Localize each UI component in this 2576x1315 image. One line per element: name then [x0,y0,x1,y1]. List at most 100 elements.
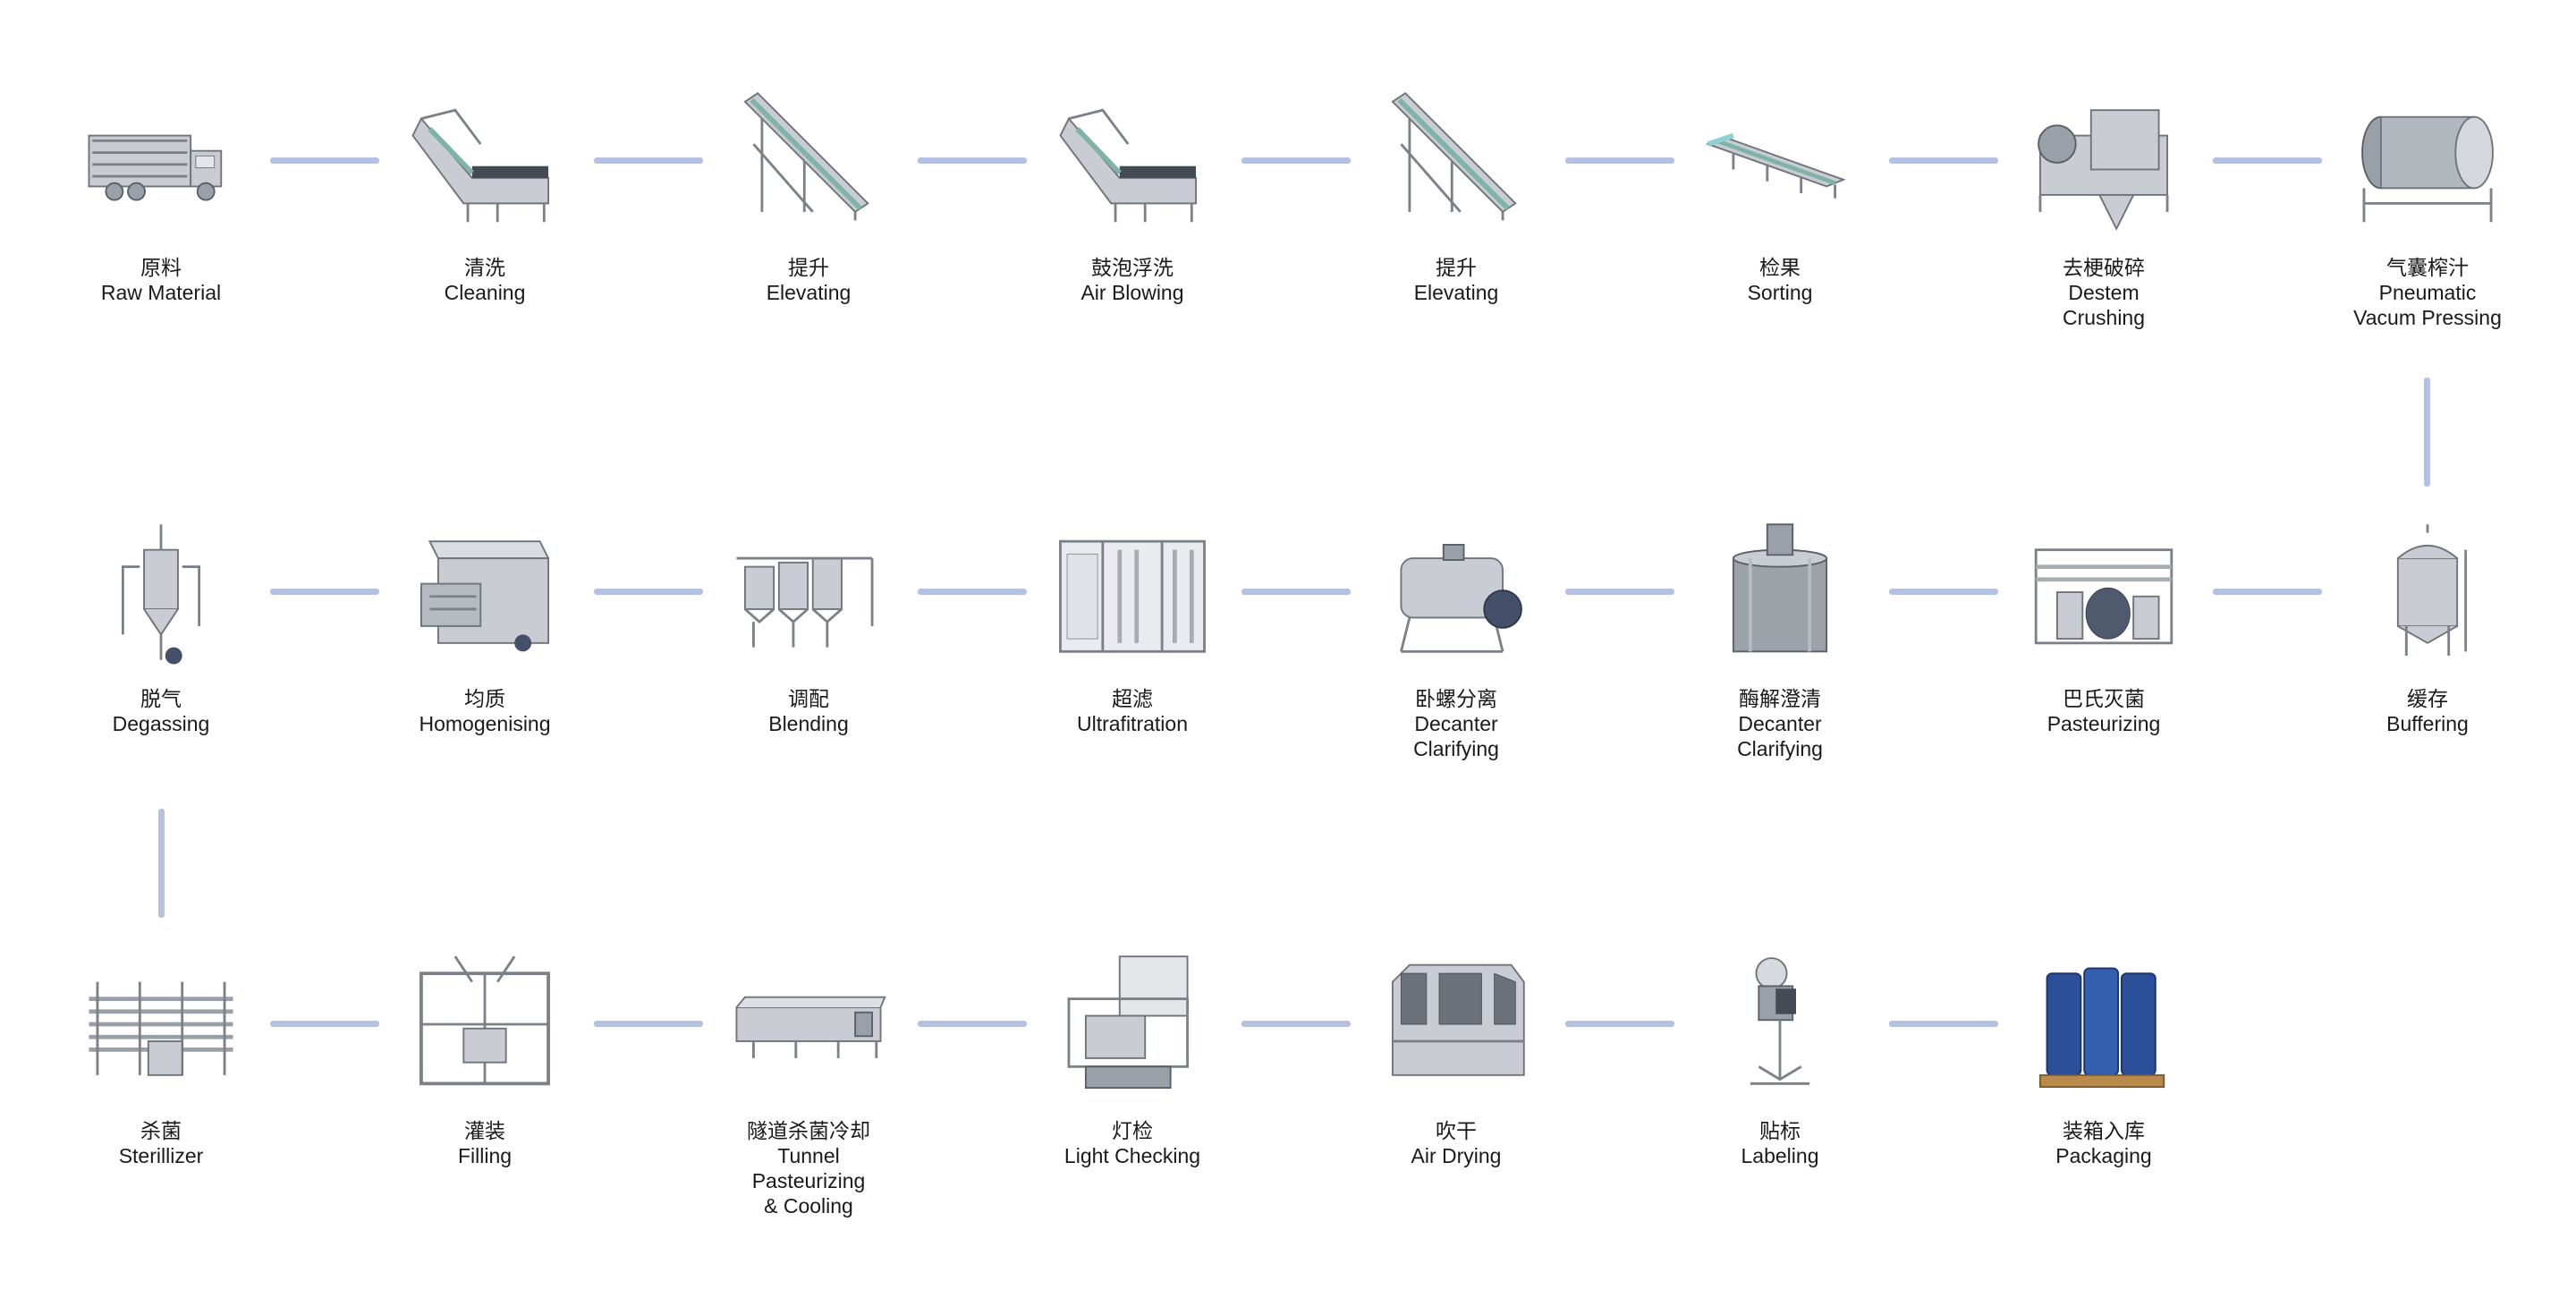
step-label-en: Decanter [1738,712,1822,735]
step-label-en: Tunnel [777,1144,840,1167]
step-label-en: Buffering [2386,712,2469,735]
flow-connector [918,157,1027,164]
labeler-icon [1699,944,1860,1105]
step-label-cn: 调配 [788,687,829,710]
washer-icon [1052,81,1213,242]
flow-connector [1565,157,1674,164]
step-label-en: Packaging [2055,1144,2152,1167]
step-label-cn: 灯检 [1112,1119,1153,1142]
step-label-cn: 酶解澄清 [1739,687,1821,710]
flow-connector [158,809,165,918]
blending-tanks-icon [728,512,889,673]
elevator-conveyor-icon [1376,81,1537,242]
washer-icon [404,81,565,242]
flow-connector [1565,1021,1674,1027]
step-label-en: Decanter [1414,712,1498,735]
ultrafiltration-icon [1052,512,1213,673]
step-label-en: Raw Material [100,281,222,304]
step-label-cn: 卧螺分离 [1415,687,1497,710]
flow-connector [1241,1021,1351,1027]
truck-icon [80,81,242,242]
step-label-en: Clarifying [1737,737,1823,760]
pasteurizer-icon [2023,512,2184,673]
step-label-en: Destem [2068,281,2140,304]
step-label-cn: 超滤 [1112,687,1153,710]
homogenizer-icon [404,512,565,673]
air-dryer-icon [1376,944,1537,1105]
step-label-en: Pasteurizing [2046,712,2161,735]
flow-connector [2213,157,2322,164]
flow-connector [918,589,1027,595]
buffer-tank-icon [2347,512,2508,673]
step-label-cn: 贴标 [1759,1119,1801,1142]
step-label-cn: 杀菌 [140,1119,182,1142]
decanter-icon [1376,512,1537,673]
step-label-cn: 去梗破碎 [2063,256,2145,279]
flow-connector [1889,589,1998,595]
step-label-en: Air Blowing [1080,281,1184,304]
step-label-en: Elevating [1413,281,1499,304]
flow-connector [270,1021,379,1027]
step-label-cn: 原料 [140,256,182,279]
light-check-icon [1052,944,1213,1105]
flow-connector [918,1021,1027,1027]
step-label-cn: 检果 [1759,256,1801,279]
flow-connector [270,589,379,595]
step-label-en: Vacum Pressing [2353,306,2502,329]
tunnel-icon [728,944,889,1105]
flow-connector [2213,589,2322,595]
step-label-cn: 隧道杀菌冷却 [747,1119,870,1142]
step-label-en: Light Checking [1063,1144,1201,1167]
filler-frame-icon [404,944,565,1105]
step-label-en: Air Drying [1411,1144,1502,1167]
flow-connector [594,157,703,164]
flow-connector [270,157,379,164]
step-label-cn: 脱气 [140,687,182,710]
step-label-cn: 气囊榨汁 [2386,256,2469,279]
flow-connector [1889,1021,1998,1027]
step-label-cn: 缓存 [2407,687,2448,710]
step-label-cn: 均质 [464,687,505,710]
step-label-en: Sorting [1747,281,1813,304]
step-label-en: Clarifying [1413,737,1499,760]
step-label-cn: 灌装 [464,1119,505,1142]
sorting-conveyor-icon [1699,81,1860,242]
flow-connector [1565,589,1674,595]
step-label-en: Pasteurizing [751,1169,866,1192]
step-label-cn: 清洗 [464,256,505,279]
step-label-en: Elevating [766,281,852,304]
step-label-cn: 鼓泡浮洗 [1091,256,1174,279]
step-label-cn: 提升 [1436,256,1477,279]
flow-connector [1889,157,1998,164]
step-label-en: Ultrafitration [1077,712,1188,735]
degasser-icon [80,512,242,673]
step-label-en: Homogenising [419,712,551,735]
elevator-conveyor-icon [728,81,889,242]
step-label-cn: 吹干 [1436,1119,1477,1142]
flow-connector [1241,157,1351,164]
flow-connector [594,589,703,595]
step-label-en: Pneumatic [2378,281,2477,304]
step-label-en: Cleaning [444,281,526,304]
step-label-cn: 巴氏灭菌 [2063,687,2145,710]
